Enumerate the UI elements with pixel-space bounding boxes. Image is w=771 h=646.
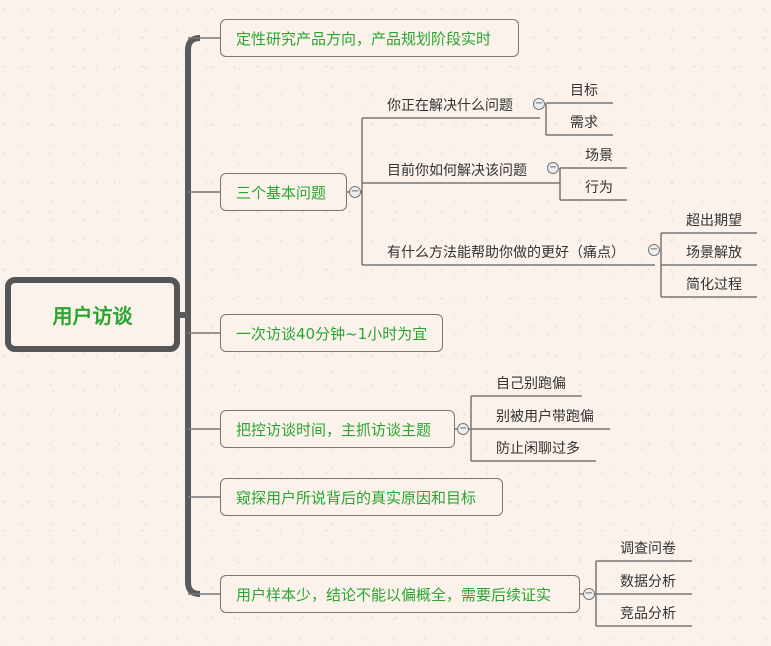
topic-5[interactable]: 窥探用户所说背后的真实原因和目标 <box>220 478 503 516</box>
collapse-icon[interactable]: − <box>349 186 361 198</box>
leaf[interactable]: 行为 <box>585 180 613 196</box>
leaf[interactable]: 超出期望 <box>686 213 742 229</box>
leaf[interactable]: 目标 <box>570 83 598 99</box>
subtopic[interactable]: 你正在解决什么问题 <box>387 98 513 114</box>
leaf[interactable]: 自己别跑偏 <box>496 376 566 392</box>
topic-1[interactable]: 定性研究产品方向，产品规划阶段实时 <box>220 19 519 57</box>
leaf[interactable]: 需求 <box>570 115 598 131</box>
topic-label: 窥探用户所说背后的真实原因和目标 <box>236 488 477 507</box>
subtopic[interactable]: 有什么方法能帮助你做的更好（痛点） <box>387 245 625 261</box>
topic-3[interactable]: 一次访谈40分钟~1小时为宜 <box>220 314 443 352</box>
topic-6[interactable]: 用户样本少，结论不能以偏概全，需要后续证实 <box>220 575 580 613</box>
root-topic[interactable]: 用户访谈 <box>5 277 180 352</box>
leaf[interactable]: 场景解放 <box>686 245 742 261</box>
collapse-icon[interactable]: − <box>457 423 469 435</box>
leaf[interactable]: 别被用户带跑偏 <box>496 409 594 425</box>
collapse-icon[interactable]: − <box>583 588 595 600</box>
leaf[interactable]: 防止闲聊过多 <box>496 441 580 457</box>
topic-label: 定性研究产品方向，产品规划阶段实时 <box>236 29 492 48</box>
topic-label: 把控访谈时间，主抓访谈主题 <box>236 420 432 439</box>
topic-label: 用户样本少，结论不能以偏概全，需要后续证实 <box>236 585 552 604</box>
topic-2[interactable]: 三个基本问题 <box>220 173 347 211</box>
collapse-icon[interactable]: − <box>533 98 545 110</box>
leaf[interactable]: 场景 <box>585 148 613 164</box>
subtopic[interactable]: 目前你如何解决该问题 <box>387 163 527 179</box>
collapse-icon[interactable]: − <box>648 244 660 256</box>
root-label: 用户访谈 <box>52 304 133 328</box>
topic-4[interactable]: 把控访谈时间，主抓访谈主题 <box>220 410 455 448</box>
leaf[interactable]: 竞品分析 <box>620 606 676 622</box>
topic-label: 一次访谈40分钟~1小时为宜 <box>236 324 428 343</box>
collapse-icon[interactable]: − <box>547 162 559 174</box>
leaf[interactable]: 数据分析 <box>620 574 676 590</box>
leaf[interactable]: 简化过程 <box>686 277 742 293</box>
leaf[interactable]: 调查问卷 <box>620 541 676 557</box>
topic-label: 三个基本问题 <box>236 183 327 202</box>
